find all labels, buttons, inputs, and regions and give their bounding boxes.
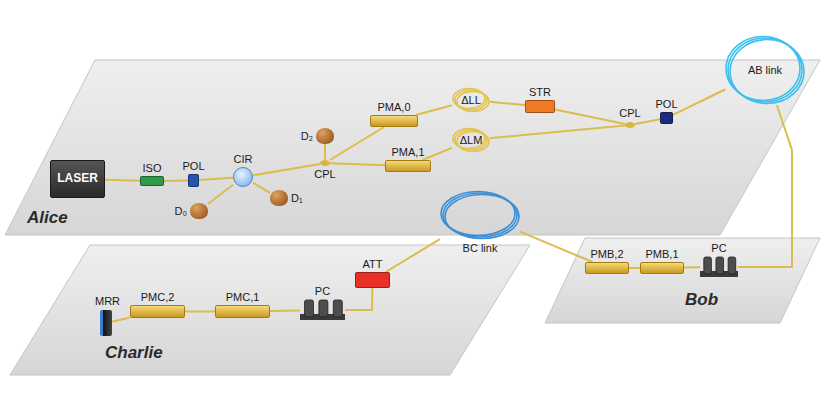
component: ΔLM (452, 127, 490, 153)
component-label: PMB,2 (590, 248, 623, 261)
component-label: PMC,2 (141, 291, 175, 304)
component: PMC,2 (130, 305, 185, 318)
component: STR (525, 100, 555, 113)
pc-paddle (704, 257, 712, 274)
component: PMA,1 (385, 160, 431, 172)
component-label: POL (182, 160, 204, 173)
pc-paddle (728, 257, 736, 274)
component-label: MRR (95, 295, 120, 308)
component-label: ΔLL (461, 94, 481, 107)
pc-paddle (319, 300, 328, 317)
component: POL (188, 174, 199, 187)
component: POL (660, 112, 673, 124)
component-label: ATT (363, 258, 383, 271)
component-label: PC (711, 242, 726, 255)
component: CIR (233, 167, 253, 187)
panel: BobPMB,2PMB,1PC (545, 238, 820, 323)
component-label: PMC,1 (226, 291, 260, 304)
component-label: CPL (314, 168, 335, 181)
component-label: BC link (463, 242, 498, 255)
component: PMB,2 (585, 262, 629, 274)
panel-outline (545, 238, 820, 323)
component-label: D₂ (301, 130, 313, 143)
component-label: AB link (748, 64, 782, 77)
optical-fiber (684, 266, 700, 268)
polarization-controller (700, 257, 738, 277)
component: D₀ (190, 203, 208, 219)
coil-loop (730, 40, 804, 104)
component: MRR (100, 310, 112, 336)
pc-paddle (305, 300, 314, 317)
component-label: POL (655, 98, 677, 111)
panel: Alice LASER ISO POL CIR D₀ D₁ D₂ CPL PMA,0PMA,1 ΔL… (5, 60, 820, 235)
component-label: LASER (57, 172, 98, 186)
pc-paddle (333, 300, 342, 317)
component: ΔLL (452, 87, 490, 113)
component: BC link (440, 190, 520, 240)
component-label: D₀ (174, 205, 187, 218)
component: PC (700, 257, 738, 277)
component: PMC,1 (215, 305, 270, 318)
panel-outline (5, 60, 820, 235)
coil-loop (457, 132, 489, 152)
component: CPL (320, 160, 330, 166)
component-label: D₁ (291, 192, 303, 205)
optical-fiber (164, 180, 188, 182)
component-label: ISO (143, 162, 162, 175)
component-label: PMB,1 (645, 248, 678, 261)
component-label: CIR (234, 153, 253, 166)
pc-paddle (716, 257, 724, 274)
optical-fiber (629, 267, 640, 269)
panel-surface (545, 238, 820, 323)
coil-loop (457, 92, 489, 112)
component: D₁ (270, 190, 288, 206)
component: D₂ (316, 128, 334, 144)
component: ISO (140, 176, 164, 186)
polarization-controller (300, 300, 345, 320)
component: LASER (50, 160, 105, 198)
panel-outline (10, 245, 530, 375)
component: PMB,1 (640, 262, 684, 274)
component-label: STR (529, 86, 551, 99)
component-label: CPL (619, 107, 640, 120)
coil-loop (445, 195, 519, 239)
party-label: Bob (685, 290, 718, 310)
party-label: Alice (27, 208, 68, 228)
optical-fiber (105, 180, 140, 181)
fiber-coil (440, 190, 520, 240)
component-label: PC (315, 285, 330, 298)
component-label: PMA,0 (377, 101, 410, 114)
component: ATT (355, 272, 390, 288)
component: CPL (625, 122, 635, 128)
component: AB link (725, 35, 805, 105)
component-label: PMA,1 (391, 146, 424, 159)
optical-fiber (185, 311, 215, 313)
component-label: ΔLM (460, 134, 483, 147)
party-label: Charlie (105, 343, 163, 363)
optical-fiber (324, 144, 326, 160)
component: PMA,0 (370, 115, 418, 127)
component: PC (300, 300, 345, 320)
